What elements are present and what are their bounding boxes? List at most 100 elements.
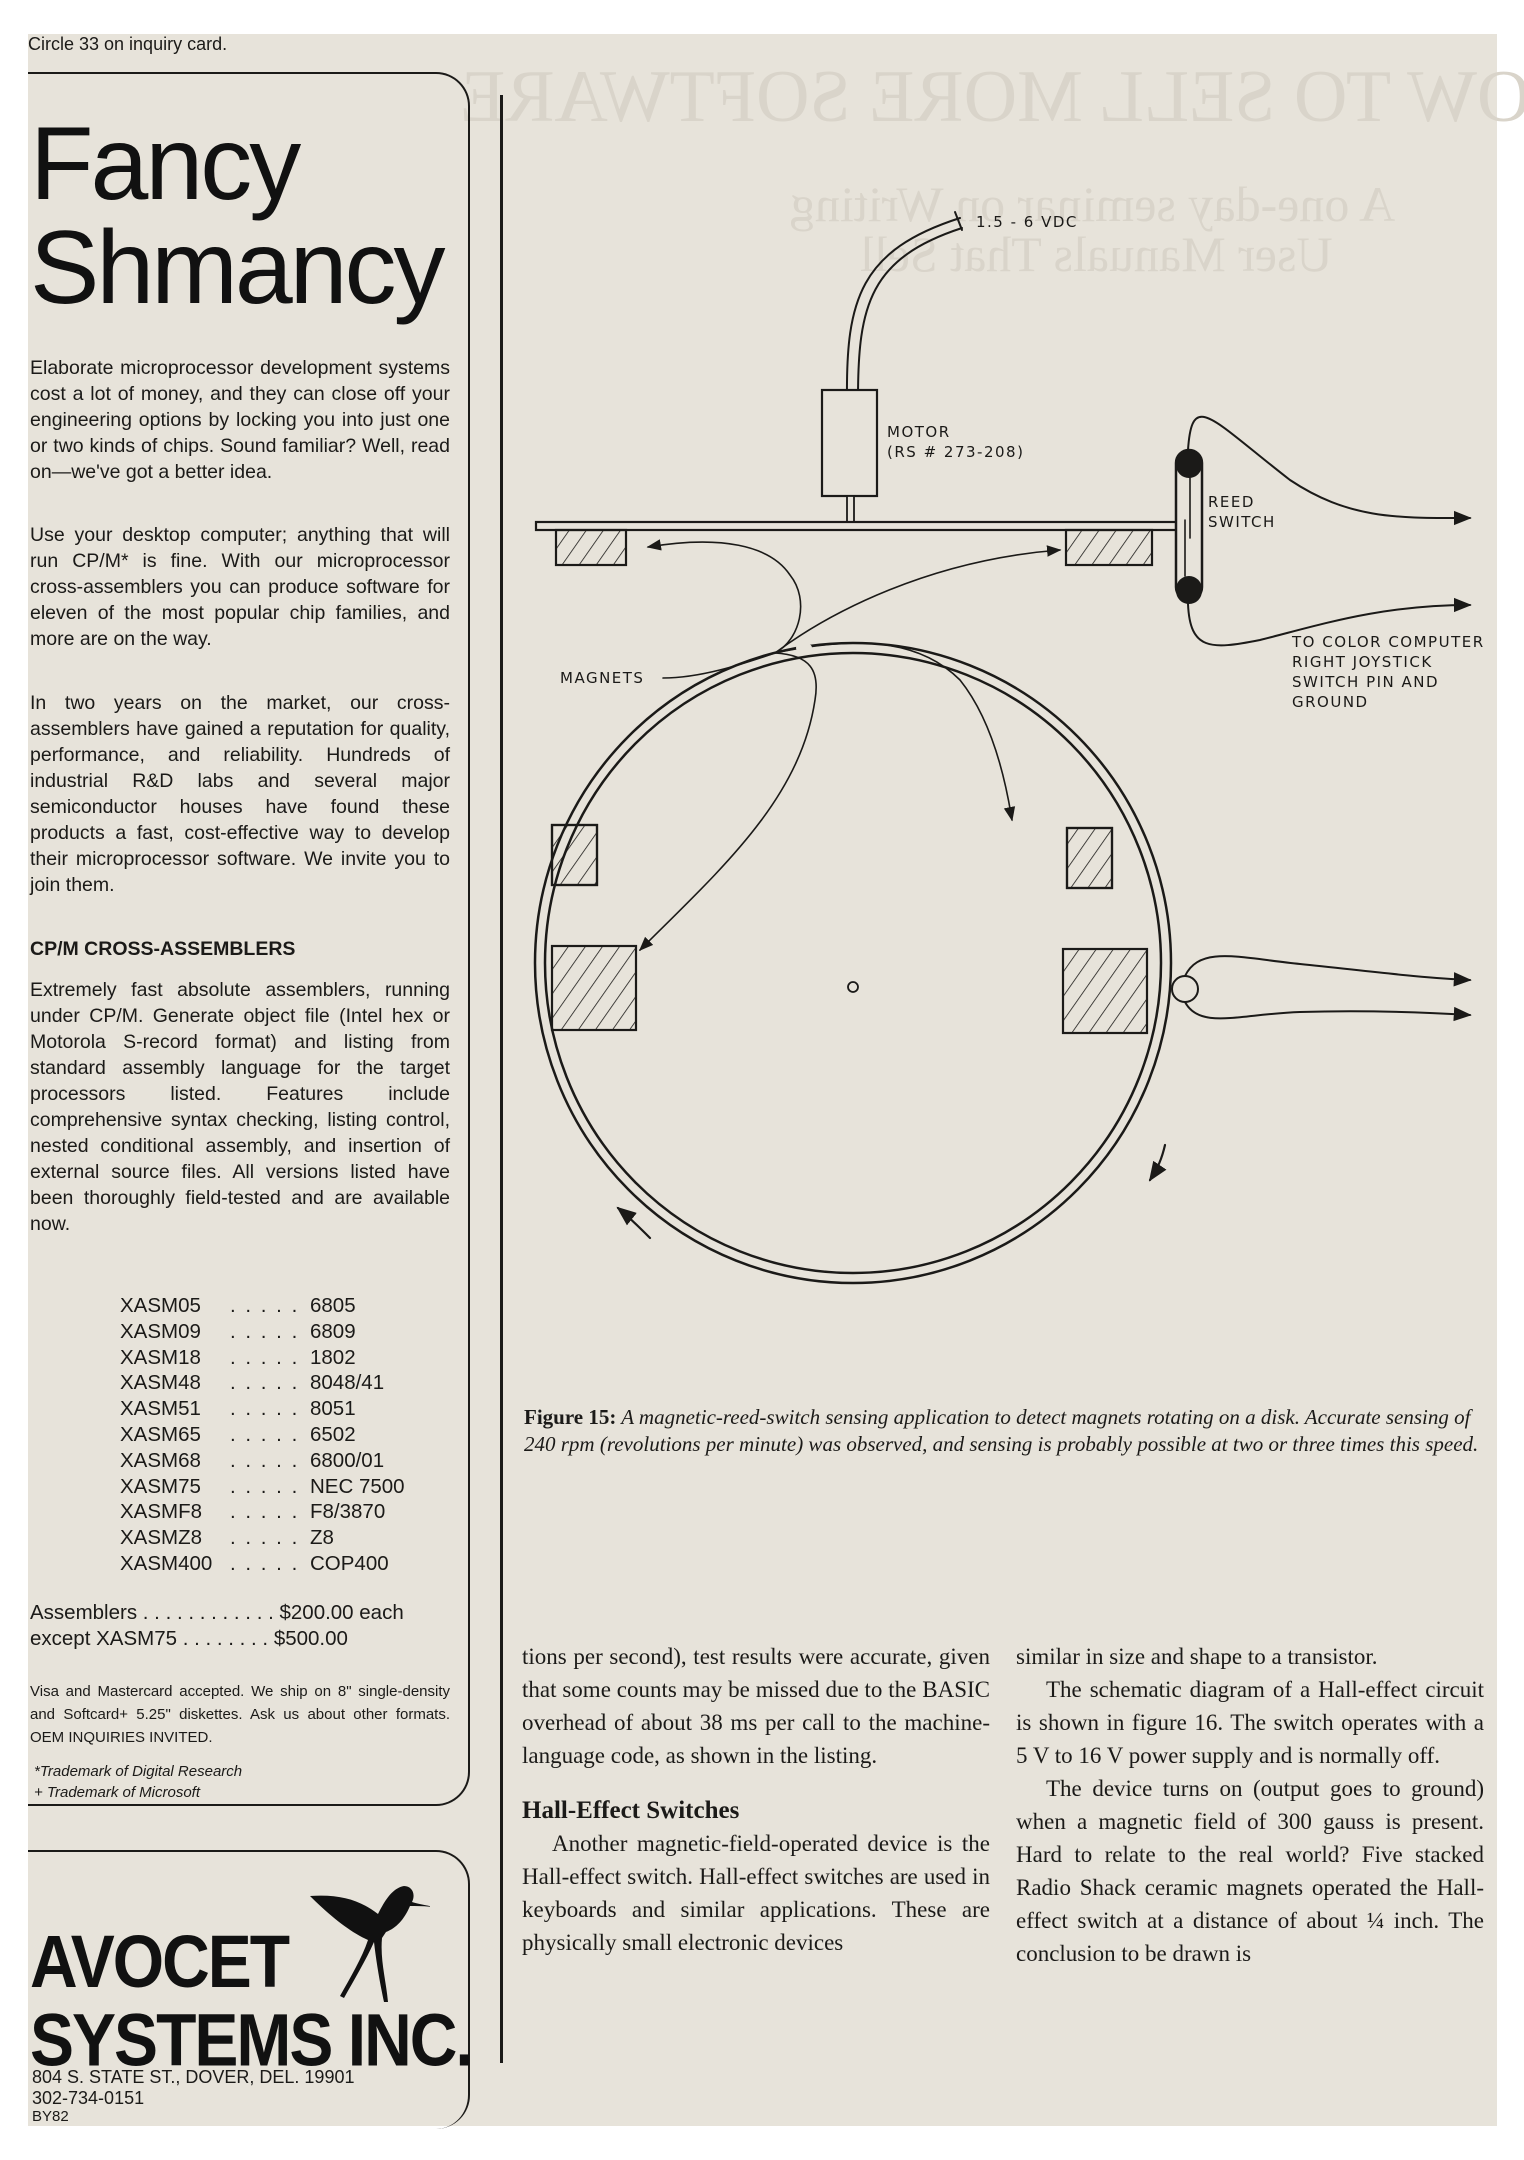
assembler-row: XASM68 . . . . . 6800/01 — [120, 1448, 405, 1474]
article-paragraph: tions per second), test results were acc… — [522, 1644, 990, 1768]
leader-dots: . . . . . . . . . . . . — [137, 1601, 280, 1624]
assembler-name: XASM48 — [120, 1371, 201, 1395]
assembler-name: XASM75 — [120, 1474, 201, 1498]
assembler-name: XASM05 — [120, 1294, 201, 1317]
label-reed-switch: REED SWITCH — [1208, 492, 1276, 532]
label-reed-line2: SWITCH — [1208, 513, 1276, 531]
company-logo-line1: AVOCET — [30, 1919, 290, 2003]
ad-fine-print: Visa and Mastercard accepted. We ship on… — [30, 1683, 450, 1746]
assembler-chip: Z8 — [310, 1526, 334, 1550]
assembler-name: XASM400 — [120, 1551, 213, 1575]
assembler-row: XASM51 . . . . . 8051 — [120, 1396, 405, 1422]
ad-paragraph-3: In two years on the market, our cross-as… — [30, 692, 450, 896]
company-logo: AVOCET SYSTEMS INC. — [30, 1919, 474, 2082]
label-magnets: MAGNETS — [560, 669, 645, 687]
assembler-row: XASM18 . . . . . 1802 — [120, 1345, 405, 1371]
trademark-notes: *Trademark of Digital Research + Tradema… — [34, 1761, 242, 1803]
figure-caption: Figure 15: A magnetic-reed-switch sensin… — [524, 1404, 1490, 1458]
label-connection-line2: RIGHT JOYSTICK — [1292, 653, 1433, 671]
assembler-name: XASM09 — [120, 1319, 201, 1343]
assembler-chip: 6800/01 — [310, 1448, 385, 1472]
assembler-row: XASM65 . . . . . 6502 — [120, 1422, 405, 1448]
assembler-name: XASM68 — [120, 1448, 201, 1472]
leader-dots: . . . . . — [230, 1448, 300, 1472]
ad-headline-line1: Fancy — [30, 106, 301, 222]
assembler-name: XASM51 — [120, 1397, 201, 1421]
leader-dots: . . . . . — [230, 1500, 300, 1524]
trademark-microsoft: + Trademark of Microsoft — [34, 1784, 201, 1801]
trademark-digital-research: *Trademark of Digital Research — [34, 1763, 243, 1780]
assembler-chip: 1802 — [310, 1345, 356, 1369]
price-row: except XASM75 . . . . . . . . $500.00 — [30, 1626, 404, 1652]
leader-dots: . . . . . — [230, 1397, 300, 1421]
label-voltage: 1.5 - 6 VDC — [976, 213, 1078, 231]
label-motor-part: (RS # 273-208) — [887, 443, 1025, 461]
price-value: $500.00 — [273, 1627, 348, 1650]
leader-dots: . . . . . — [230, 1345, 300, 1369]
figure-caption-label: Figure 15: — [524, 1405, 617, 1429]
ad-headline: Fancy Shmancy — [30, 106, 446, 326]
assembler-name: XASM65 — [120, 1422, 201, 1446]
leader-dots: . . . . . — [230, 1551, 300, 1575]
assembler-name: XASMF8 — [120, 1500, 203, 1524]
price-list: Assemblers . . . . . . . . . . . . $200.… — [30, 1600, 404, 1652]
leader-dots: . . . . . — [230, 1294, 300, 1317]
company-logo-box — [28, 1850, 470, 2129]
assembler-chip: COP400 — [310, 1551, 389, 1575]
assembler-row: XASM05 . . . . . 6805 — [120, 1293, 405, 1319]
ad-paragraph-4: Extremely fast absolute assemblers, runn… — [30, 979, 450, 1235]
ad-section-heading: CP/M CROSS-ASSEMBLERS — [30, 938, 296, 960]
assembler-row: XASMF8 . . . . . F8/3870 — [120, 1499, 405, 1525]
column-rule — [500, 95, 503, 2063]
ad-paragraph-2: Use your desktop computer; anything that… — [30, 524, 450, 650]
assembler-chip: 8051 — [310, 1397, 356, 1421]
leader-dots: . . . . . — [230, 1319, 300, 1343]
article-column-1: tions per second), test results were acc… — [522, 1640, 990, 1959]
label-motor-name: MOTOR — [887, 423, 951, 441]
magazine-page — [28, 34, 1497, 2126]
price-row: Assemblers . . . . . . . . . . . . $200.… — [30, 1600, 404, 1626]
assembler-chip: 8048/41 — [310, 1371, 385, 1395]
price-label: except XASM75 — [30, 1627, 177, 1650]
assembler-name: XASM18 — [120, 1345, 201, 1369]
label-connection: TO COLOR COMPUTER RIGHT JOYSTICK SWITCH … — [1292, 632, 1485, 712]
label-connection-line3: SWITCH PIN AND — [1292, 673, 1440, 691]
price-label: Assemblers — [30, 1601, 138, 1624]
company-phone: 302-734-0151 — [32, 2088, 145, 2108]
ad-headline-line2: Shmancy — [30, 210, 446, 326]
article-column-2: similar in size and shape to a transisto… — [1016, 1640, 1484, 1970]
assembler-chip: 6502 — [310, 1422, 356, 1446]
assembler-row: XASM09 . . . . . 6809 — [120, 1319, 405, 1345]
ad-paragraph-1: Elaborate microprocessor development sys… — [30, 357, 450, 483]
figure-caption-text: A magnetic-reed-switch sensing applicati… — [524, 1405, 1479, 1456]
assembler-list: XASM05. . . . .6805 XASM09. . . . .6809 … — [120, 1293, 405, 1577]
article-paragraph: The schematic diagram of a Hall-effect c… — [1016, 1677, 1484, 1768]
assembler-row: XASMZ8 . . . . . Z8 — [120, 1525, 405, 1551]
ad-code: BY82 — [32, 2108, 69, 2125]
company-logo-line2: SYSTEMS INC. — [30, 1998, 474, 2082]
label-connection-line1: TO COLOR COMPUTER — [1292, 633, 1485, 651]
leader-dots: . . . . . — [230, 1474, 300, 1498]
leader-dots: . . . . . — [230, 1371, 300, 1395]
price-value: $200.00 each — [279, 1601, 404, 1624]
assembler-row: XASM75. . . . .NEC 7500 — [120, 1474, 405, 1500]
leader-dots: . . . . . . . . — [177, 1627, 274, 1650]
company-address: 804 S. STATE ST., DOVER, DEL. 19901 — [32, 2067, 355, 2087]
assembler-name: XASMZ8 — [120, 1526, 203, 1550]
leader-dots: . . . . . — [230, 1422, 300, 1446]
assembler-row: XASM400 . . . . . COP400 — [120, 1551, 405, 1577]
leader-dots: . . . . . — [230, 1526, 300, 1550]
label-motor: MOTOR (RS # 273-208) — [887, 422, 1024, 462]
avocet-bird-icon — [310, 1886, 430, 2002]
assembler-chip: 6805 — [310, 1294, 356, 1317]
article-paragraph: Another magnetic-field-operated device i… — [522, 1831, 990, 1955]
inquiry-card-note: Circle 33 on inquiry card. — [28, 34, 228, 54]
ad-border — [28, 72, 470, 1806]
assembler-chip: 6809 — [310, 1319, 356, 1343]
article-paragraph: The device turns on (output goes to grou… — [1016, 1776, 1484, 1966]
assembler-chip: F8/3870 — [310, 1500, 386, 1524]
label-reed-line1: REED — [1208, 493, 1255, 511]
figure-15-diagram — [533, 211, 1472, 1285]
assembler-row: XASM48 . . . . . 8048/41 — [120, 1370, 405, 1396]
company-contact: 804 S. STATE ST., DOVER, DEL. 19901 302-… — [32, 2067, 354, 2125]
